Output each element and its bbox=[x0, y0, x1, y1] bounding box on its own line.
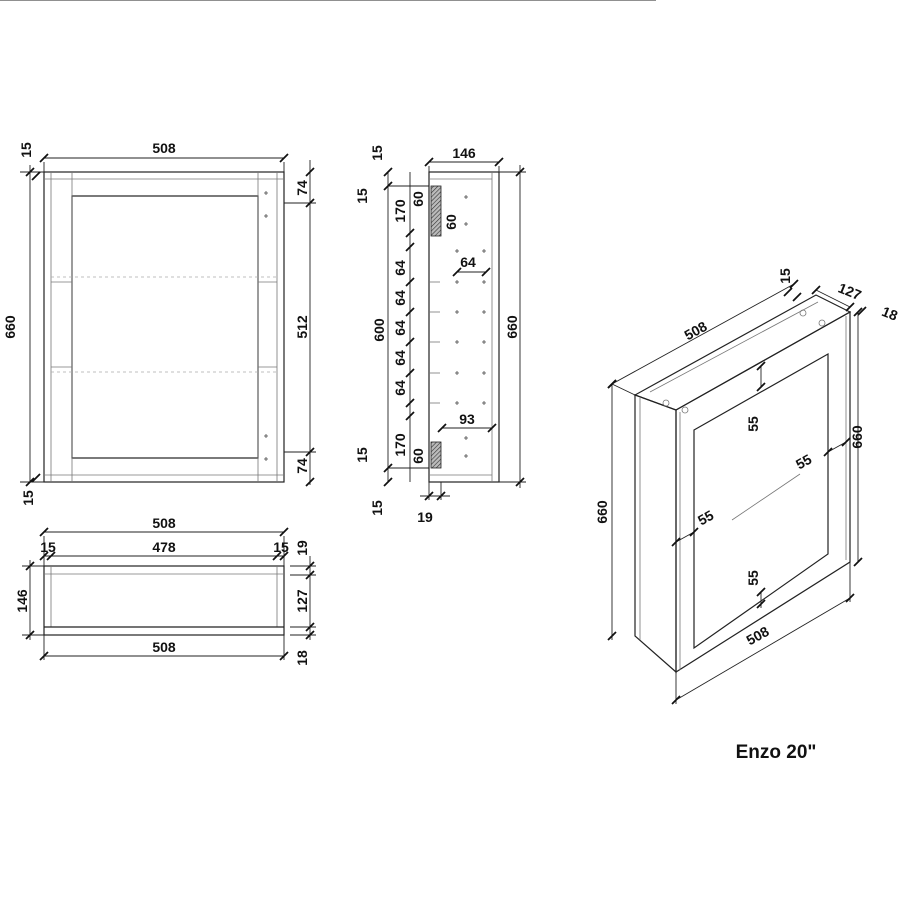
top-hatch-block bbox=[430, 185, 442, 237]
front-view: 508 660 15 15 74 512 74 bbox=[2, 140, 316, 506]
iso-view: 508 15 127 18 660 660 55 55 55 bbox=[594, 268, 900, 705]
side-shelf-span-label: 600 bbox=[371, 318, 387, 342]
top-overall-width-label: 508 bbox=[152, 515, 176, 531]
top-right-side-label: 15 bbox=[273, 539, 289, 555]
iso-door-thickness-label: 18 bbox=[880, 303, 900, 324]
top-inner-depth-label: 127 bbox=[294, 589, 310, 613]
top-left-side-label: 15 bbox=[40, 539, 56, 555]
side-bottom-hatch-label: 60 bbox=[410, 448, 426, 464]
side-bottom-panel-left-label: 15 bbox=[354, 447, 370, 463]
side-inner-hatch-label: 60 bbox=[443, 214, 459, 230]
iso-frame-right-label: 55 bbox=[793, 451, 815, 473]
front-width-label: 508 bbox=[152, 140, 176, 156]
top-depth-label: 146 bbox=[14, 589, 30, 613]
top-back-gap-label: 19 bbox=[294, 540, 310, 556]
front-bottom-hinge-label: 74 bbox=[294, 458, 310, 474]
side-top-hatch-label: 60 bbox=[410, 191, 426, 207]
iso-frame-top-label: 55 bbox=[745, 416, 761, 432]
iso-frame-left-label: 55 bbox=[695, 507, 717, 529]
side-top-block-label: 170 bbox=[392, 199, 408, 223]
top-inner-width-label: 478 bbox=[152, 539, 176, 555]
side-pitch-2-label: 64 bbox=[392, 290, 408, 306]
iso-depth-label: 127 bbox=[836, 280, 864, 304]
side-back-thickness-label: 19 bbox=[417, 509, 433, 525]
side-pitch-3-label: 64 bbox=[392, 320, 408, 336]
side-bottom-block-label: 170 bbox=[392, 433, 408, 457]
bottom-hatch-block bbox=[430, 441, 442, 469]
top-door-thickness-label: 18 bbox=[294, 650, 310, 666]
side-depth-label: 146 bbox=[452, 145, 476, 161]
side-view: 146 660 15 15 600 15 15 170 64 64 64 6 bbox=[354, 145, 526, 525]
top-cabinet-outline bbox=[43, 565, 285, 636]
iso-frame-bottom-label: 55 bbox=[745, 570, 761, 586]
iso-top-panel-label: 15 bbox=[777, 268, 793, 284]
side-hole-spacing-label: 64 bbox=[460, 254, 476, 270]
front-cabinet-outline bbox=[43, 171, 285, 483]
side-top-offset-label: 15 bbox=[354, 188, 370, 204]
top-bottom-width-label: 508 bbox=[152, 639, 176, 655]
side-pitch-4-label: 64 bbox=[392, 350, 408, 366]
side-pitch-5-label: 64 bbox=[392, 380, 408, 396]
drawing-title: Enzo 20" bbox=[736, 742, 817, 763]
iso-height-right-label: 660 bbox=[849, 425, 865, 449]
top-view: 508 15 478 15 19 127 18 146 508 bbox=[0, 0, 656, 666]
iso-height-left-label: 660 bbox=[594, 500, 610, 524]
side-top-panel-label: 15 bbox=[369, 145, 385, 161]
front-top-hinge-label: 74 bbox=[294, 180, 310, 196]
side-bottom-offset-label: 93 bbox=[459, 411, 475, 427]
side-pitch-1-label: 64 bbox=[392, 260, 408, 276]
iso-width-label: 508 bbox=[681, 318, 709, 343]
front-bottom-rail-label: 15 bbox=[20, 490, 36, 506]
front-hinge-spacing-label: 512 bbox=[294, 315, 310, 339]
side-bottom-panel-label: 15 bbox=[369, 500, 385, 516]
side-height-label: 660 bbox=[504, 315, 520, 339]
front-top-rail-label: 15 bbox=[18, 142, 34, 158]
front-door-panel bbox=[71, 195, 259, 459]
front-height-label: 660 bbox=[2, 315, 18, 339]
side-cabinet-outline bbox=[428, 171, 500, 483]
